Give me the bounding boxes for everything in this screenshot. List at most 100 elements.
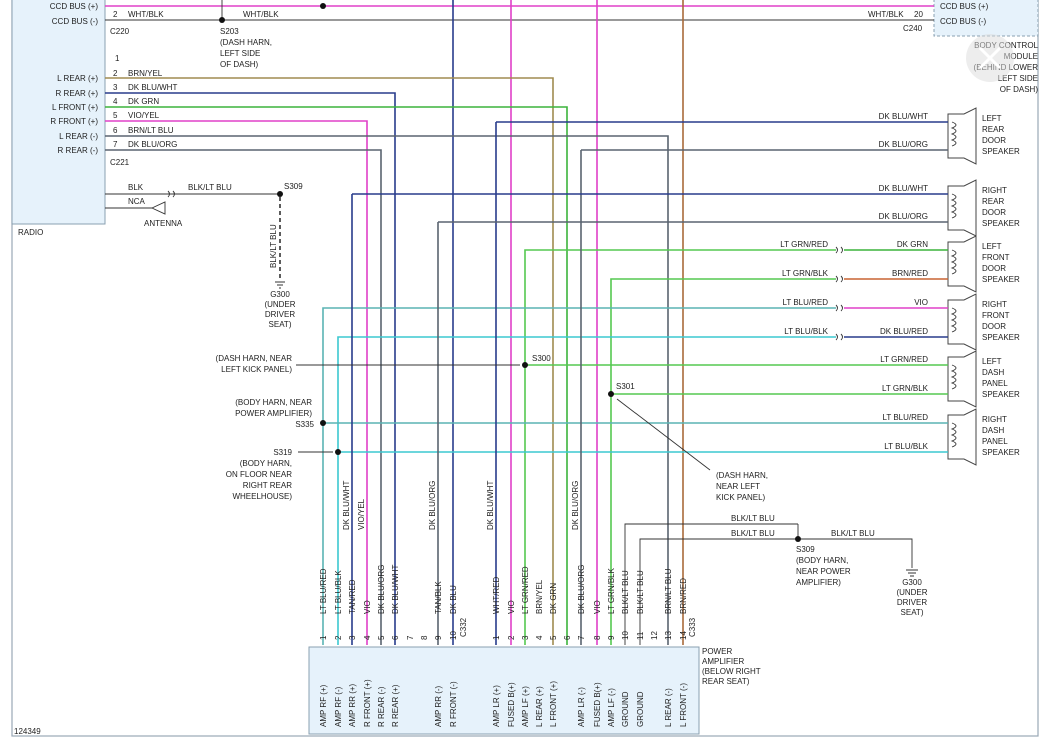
amplifier-pin-function: FUSED B(+) xyxy=(593,682,602,727)
speaker-name: RIGHT xyxy=(982,300,1007,309)
amplifier-pin-num: 13 xyxy=(664,631,673,640)
speaker-name: DOOR xyxy=(982,322,1006,331)
connector-mark xyxy=(167,190,175,198)
splice-s335 xyxy=(320,420,326,426)
speaker-icon xyxy=(947,179,977,237)
amplifier-pin-num: 3 xyxy=(521,635,530,640)
amplifier-pin-wire: VIO xyxy=(363,600,372,614)
radio-wire-c220: WHT/BLK xyxy=(128,10,164,19)
amplifier-pin-num: 2 xyxy=(507,635,516,640)
amplifier-pin-num: 7 xyxy=(577,635,586,640)
amplifier-pin: 6 xyxy=(563,635,572,640)
amplifier-pin-function: AMP LF (+) xyxy=(521,686,530,727)
s301-label: S301 xyxy=(616,382,635,391)
riser-label: DK BLU/ORG xyxy=(571,481,580,530)
s319-desc: (BODY HARN, xyxy=(240,459,292,468)
close-icon xyxy=(978,46,1002,70)
amplifier-pin-function: AMP RF (+) xyxy=(319,684,328,727)
connector-mark xyxy=(835,246,843,254)
radio-pin-name: L REAR (-) xyxy=(59,132,98,141)
amplifier-pin-num: 8 xyxy=(420,635,429,640)
speaker-name: SPEAKER xyxy=(982,390,1020,399)
amplifier-pin: 8 xyxy=(420,635,429,640)
riser-label: DK BLU/WHT xyxy=(342,481,351,530)
s335-desc: (BODY HARN, NEAR xyxy=(235,398,312,407)
s300-desc: LEFT KICK PANEL) xyxy=(221,365,292,374)
speaker-name: SPEAKER xyxy=(982,275,1020,284)
connector-mark xyxy=(835,333,843,341)
speaker-coil xyxy=(950,422,957,448)
s301-desc: KICK PANEL) xyxy=(716,493,766,502)
wire-l-rear-minus xyxy=(105,135,669,645)
amplifier-pin-num: 4 xyxy=(535,635,544,640)
amplifier-pin-num: 12 xyxy=(650,631,659,640)
amplifier-pin-function: R REAR (+) xyxy=(391,684,400,727)
radio-gnd-wire: BLK xyxy=(128,183,144,192)
speaker-name: REAR xyxy=(982,197,1004,206)
g300-right: (UNDER xyxy=(896,588,927,597)
amplifier-pin-num: 1 xyxy=(319,635,328,640)
radio-pin-name: R FRONT (+) xyxy=(50,117,98,126)
riser-label: VIO/YEL xyxy=(357,498,366,530)
connector-c220: C220 xyxy=(110,27,130,36)
connector-mark xyxy=(835,275,843,283)
s309-bot-wire1: BLK/LT BLU xyxy=(731,514,775,523)
wire-rrd-b xyxy=(437,221,948,645)
radio-pin-1: 1 xyxy=(115,54,120,63)
amplifier-pin-wire: BRN/RED xyxy=(679,578,688,614)
s319-desc: RIGHT REAR xyxy=(243,481,292,490)
speaker-wire-a: LT GRN/RED xyxy=(880,355,928,364)
amplifier-pin-wire: TAN/RED xyxy=(348,579,357,614)
radio-pin-wire: DK GRN xyxy=(128,97,159,106)
radio-pin-labels: L REAR (+) 2 BRN/YEL R REAR (+) 3 DK BLU… xyxy=(50,69,177,155)
radio-block xyxy=(11,0,106,225)
amplifier-pin-function: AMP RF (-) xyxy=(334,686,343,727)
amplifier-pin-num: 5 xyxy=(549,635,558,640)
amplifier-pin-wire: BLK/LT BLU xyxy=(636,570,645,614)
radio-pin-num: 5 xyxy=(113,111,118,120)
close-overlay-button[interactable] xyxy=(966,34,1014,82)
amplifier-pin-function: R FRONT (-) xyxy=(449,681,458,727)
radio-pin-wire: BRN/YEL xyxy=(128,69,163,78)
speaker-wire-b: BRN/RED xyxy=(892,269,928,278)
radio-pin-name: L FRONT (+) xyxy=(52,103,98,112)
amplifier-pin-num: 6 xyxy=(563,635,572,640)
amplifier-pin-num: 10 xyxy=(449,631,458,640)
wire-rrd-a xyxy=(351,193,948,645)
speaker-name: DASH xyxy=(982,368,1004,377)
s309-vert-wire: BLK/LT BLU xyxy=(269,224,278,268)
amplifier-pin: 7 xyxy=(406,635,415,640)
connector-mark xyxy=(835,304,843,312)
speaker-wire-b: LT GRN/BLK xyxy=(882,384,929,393)
speaker-icon xyxy=(947,107,977,165)
speaker-name: SPEAKER xyxy=(982,219,1020,228)
radio-pin-num: 6 xyxy=(113,126,118,135)
bcm-label-line: OF DASH) xyxy=(1000,85,1039,94)
amplifier-pin-num: 5 xyxy=(377,635,386,640)
radio-pin-wire: DK BLU/ORG xyxy=(128,140,177,149)
amplifier-pin-wire: VIO xyxy=(507,600,516,614)
speaker-icon xyxy=(947,293,977,351)
wire-amp-gnd-11 xyxy=(639,538,798,645)
amplifier-pin-function: AMP RR (+) xyxy=(348,683,357,727)
speaker-name: DOOR xyxy=(982,264,1006,273)
amplifier-pin-num: 11 xyxy=(636,631,645,640)
s309-top-label: S309 xyxy=(284,182,303,191)
speaker-icon xyxy=(947,235,977,293)
amplifier-label: POWER xyxy=(702,647,732,656)
s300-label: S300 xyxy=(532,354,551,363)
speaker-name: SPEAKER xyxy=(982,147,1020,156)
amplifier-pin-function: AMP LR (-) xyxy=(577,687,586,727)
radio-pin-name: R REAR (+) xyxy=(56,89,99,98)
amplifier-pin-num: 7 xyxy=(406,635,415,640)
splice-dot xyxy=(320,3,326,9)
speaker-name: RIGHT xyxy=(982,415,1007,424)
